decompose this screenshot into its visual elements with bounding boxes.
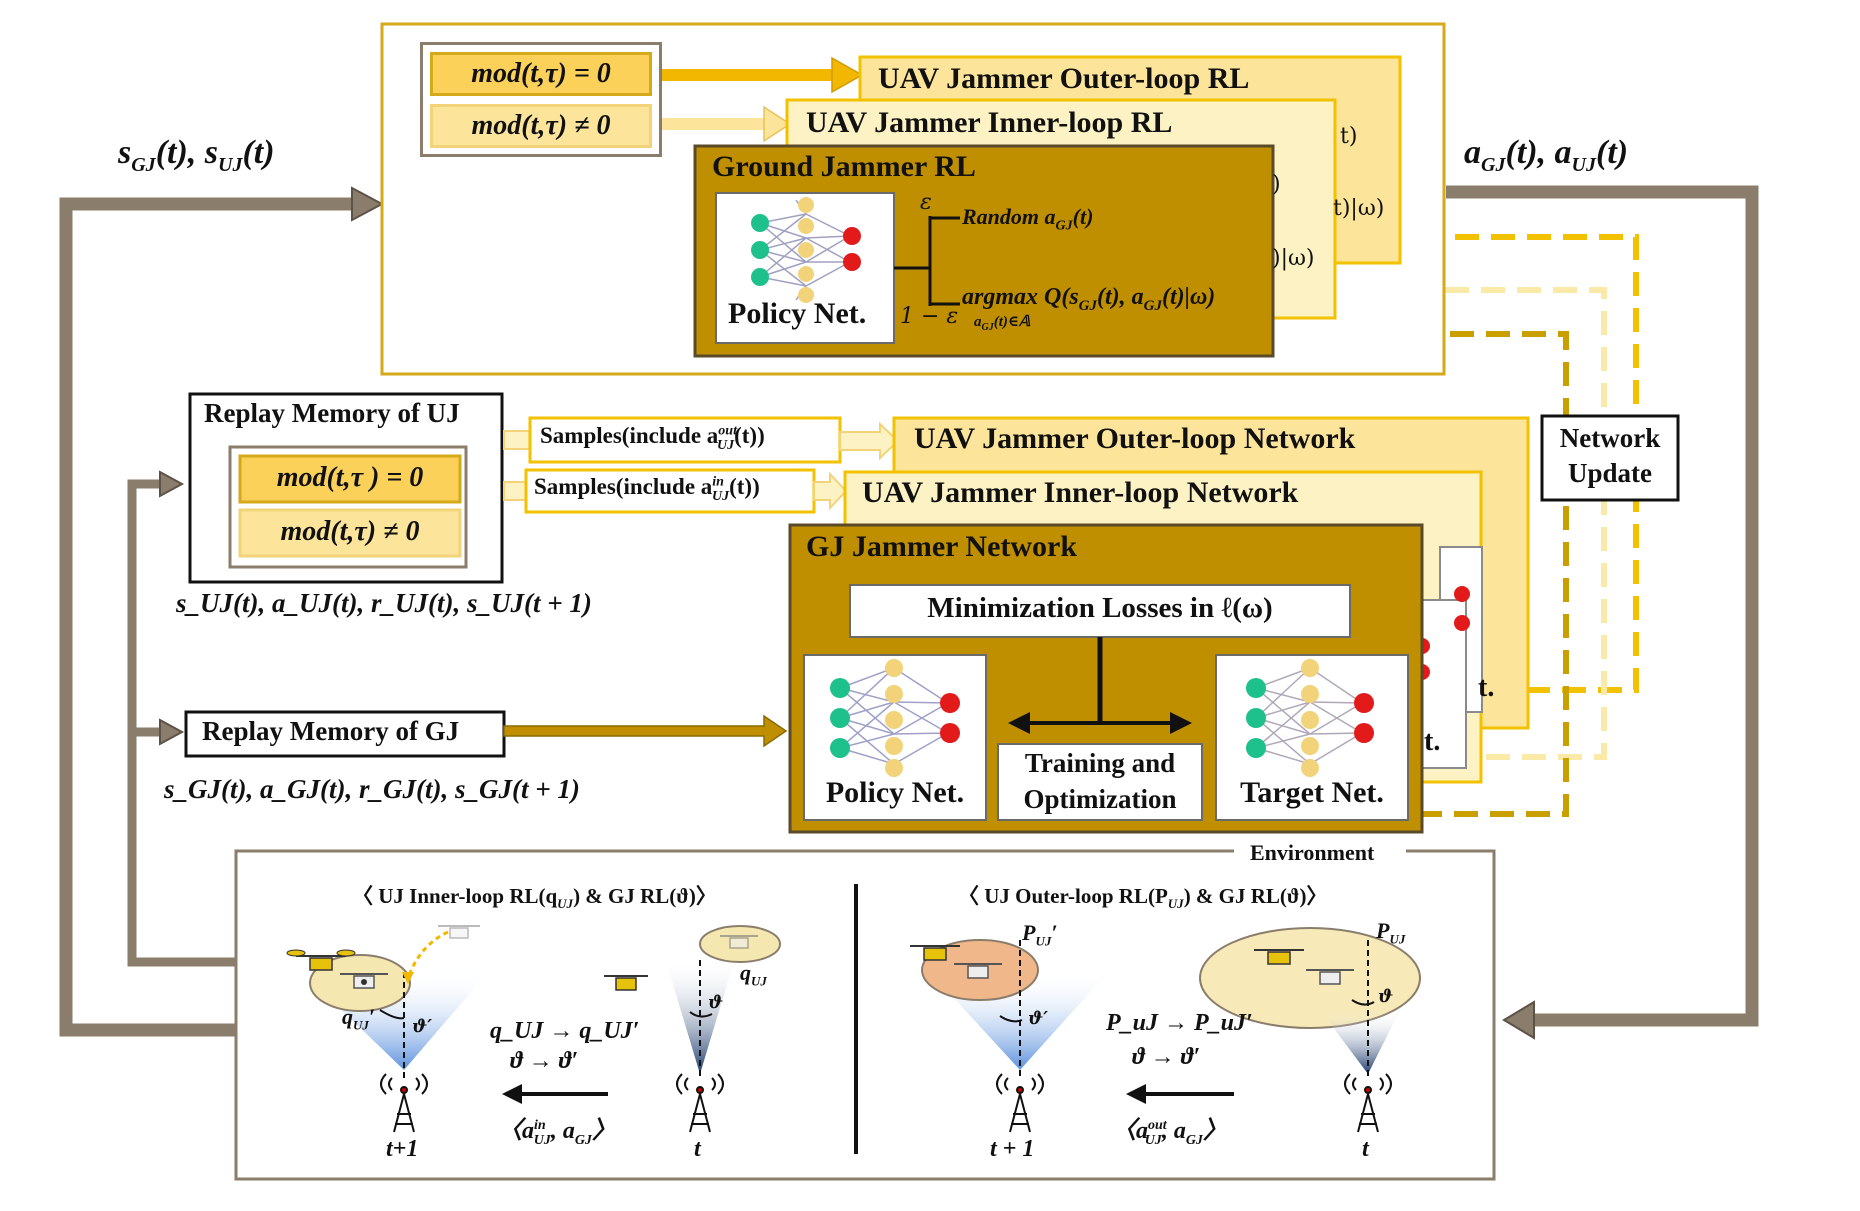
argmax-under-label: aGJ(t)∈𝔸	[974, 314, 1031, 333]
drone-icon-left-yellow	[286, 949, 356, 971]
ground-policy-nn	[759, 199, 851, 301]
optimization-label: Optimization	[1023, 784, 1177, 814]
action-feedback-arrow	[1446, 185, 1759, 1027]
replay-gj-title: Replay Memory of GJ	[202, 716, 460, 746]
ground-policy-label: Policy Net.	[728, 297, 867, 330]
p-uj-label: PUJ	[1376, 918, 1406, 947]
beam-left-t	[665, 958, 735, 1074]
right-transition-2: ϑ → ϑ′	[1132, 1044, 1201, 1070]
replay-uj-tuple: s_UJ(t), a_UJ(t), r_UJ(t), s_UJ(t + 1)	[176, 588, 592, 618]
beam-left-t1	[300, 970, 490, 1070]
state-label: sGJ(t), sUJ(t)	[118, 134, 275, 176]
theta-prime-left: ϑ′	[412, 1016, 433, 1037]
uav-inner-rl-title: UAV Jammer Inner-loop RL	[806, 106, 1173, 139]
gj-network-title: GJ Jammer Network	[806, 530, 1078, 563]
drone-icon-left-ghost	[438, 925, 480, 939]
samples-out-label: Samples(include aoutUJ(t))	[540, 423, 765, 453]
replay-gj-tuple: s_GJ(t), a_GJ(t), r_GJ(t), s_GJ(t + 1)	[164, 774, 580, 804]
epsilon-label: ε	[920, 190, 932, 215]
training-label: Training and	[1024, 748, 1176, 778]
env-right-heading: 〈 UJ Outer-loop RL(PUJ) & GJ RL(ϑ)〉	[958, 884, 1328, 912]
ground-rl-title: Ground Jammer RL	[712, 150, 976, 183]
loss-label: Minimization Losses in ℓ(ω)	[927, 592, 1273, 624]
peek-outer-2: t)|ω)	[1333, 196, 1385, 221]
p-uj-prime-label: PUJ′	[1022, 920, 1058, 949]
peek-outer-1: t)	[1340, 124, 1358, 149]
uav-outer-network-title: UAV Jammer Outer-loop Network	[914, 422, 1356, 455]
random-action-label: Random aGJ(t)	[962, 204, 1094, 234]
left-transition-1: q_UJ → q_UJ′	[490, 1018, 640, 1044]
drone-icon-right-t-yellow	[1254, 949, 1304, 965]
action-label: aGJ(t), aUJ(t)	[1464, 134, 1629, 176]
drone-icon-right-yellow	[910, 945, 960, 961]
beam-right-t	[1320, 1010, 1400, 1074]
uav-outer-network-box	[892, 416, 1530, 730]
mod-eq-box: mod(t,τ) = 0	[430, 52, 652, 96]
peek-outer-net-label: t.	[1478, 672, 1495, 703]
peek-inner-2: )|ω)	[1272, 246, 1315, 271]
theta-right-t: ϑ	[1378, 986, 1394, 1007]
drone-icon-right-t-white	[1306, 969, 1354, 985]
replay-uj-mod-eq-label: mod(t,τ ) = 0	[276, 462, 424, 493]
network-update-line2: Update	[1567, 458, 1652, 488]
drone-icon-right-white	[954, 963, 1002, 979]
argmax-label: argmax Q(sGJ(t), aGJ(t)|ω)	[962, 284, 1216, 314]
target-net-label: Target Net.	[1240, 776, 1384, 809]
update-dash-gj	[1270, 331, 1569, 817]
one-minus-eps-label: 1 − ε	[900, 304, 959, 329]
t-left: t	[694, 1136, 701, 1162]
beam-right-t1	[928, 970, 1110, 1070]
peek-inner-net-label: t.	[1424, 726, 1441, 757]
environment-title: Environment	[1250, 840, 1375, 865]
uav-inner-network-title: UAV Jammer Inner-loop Network	[862, 476, 1299, 509]
uav-outer-rl-title: UAV Jammer Outer-loop RL	[878, 62, 1250, 95]
theta-left-t: ϑ	[708, 992, 724, 1013]
uav-inner-network-box	[843, 470, 1483, 784]
left-action-label: 〈ainUJ, aGJ〉	[498, 1118, 616, 1148]
tower-icon-right-t	[1344, 1073, 1392, 1133]
env-left-heading: 〈 UJ Inner-loop RL(qUJ) & GJ RL(ϑ)〉	[352, 884, 717, 912]
theta-prime-right: ϑ′	[1028, 1008, 1049, 1029]
middle-policy-label: Policy Net.	[825, 776, 965, 809]
t-right: t	[1362, 1136, 1369, 1162]
right-action-label: 〈aoutUJ, aGJ〉	[1112, 1118, 1227, 1148]
q-uj-label: qUJ	[740, 960, 767, 989]
t-plus-1-left: t+1	[386, 1136, 419, 1162]
replay-uj-title: Replay Memory of UJ	[204, 398, 460, 428]
t-plus-1-right: t + 1	[990, 1136, 1035, 1162]
mod-neq-box: mod(t,τ) ≠ 0	[430, 104, 652, 148]
replay-uj-mod-neq-label: mod(t,τ) ≠ 0	[280, 516, 420, 547]
peek-inner-1: )	[1272, 172, 1281, 197]
drone-icon-left-white	[340, 973, 388, 989]
samples-in-label: Samples(include ainUJ(t))	[534, 474, 760, 504]
tower-icon-left-t	[676, 1073, 724, 1133]
tower-icon-left-t1	[380, 1073, 428, 1133]
tower-icon-right-t1	[996, 1073, 1044, 1133]
drone-icon-left-t-white	[720, 935, 758, 949]
right-transition-1: P_uJ → P_uJ′	[1106, 1010, 1253, 1036]
network-update-line1: Network	[1559, 423, 1661, 453]
q-uj-prime-label: qUJ′	[342, 1004, 376, 1033]
drone-icon-left-t-yellow	[604, 975, 648, 991]
left-transition-2: ϑ → ϑ′	[510, 1048, 579, 1074]
